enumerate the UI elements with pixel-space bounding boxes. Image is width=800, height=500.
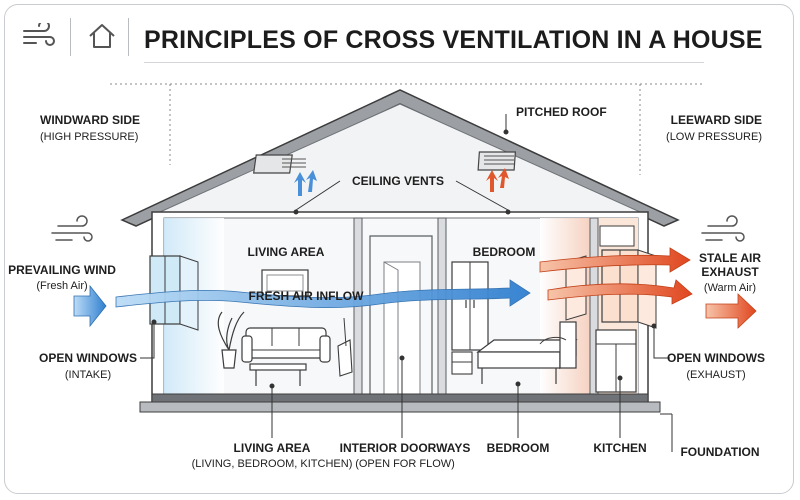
open-door-leaf: [383, 261, 399, 394]
wind-icon: [51, 215, 93, 242]
header-divider: [70, 18, 71, 56]
prevailing-wind-arrow: [73, 284, 107, 328]
coffee-table: [249, 363, 307, 386]
stale-air-arrow-lower: [547, 279, 693, 305]
intake-sub-label: (INTAKE): [65, 369, 111, 381]
stale-air-label: STALE AIR: [699, 251, 761, 265]
floor-slab: [151, 393, 649, 403]
living-area-room-label: LIVING AREA: [248, 245, 325, 259]
ceiling-vents-label: CEILING VENTS: [352, 174, 444, 188]
open-windows-exhaust-label: OPEN WINDOWS: [667, 351, 765, 365]
exhaust-label: EXHAUST: [701, 265, 759, 279]
vent-arrow-red: [498, 168, 509, 188]
windward-side-label: WINDWARD SIDE: [40, 113, 140, 127]
leeward-side-label: LEEWARD SIDE: [671, 113, 762, 127]
bed: [476, 321, 578, 384]
title-underline: [144, 62, 704, 63]
fresh-air-flow-arrow: [115, 279, 531, 309]
sofa: [241, 327, 331, 363]
kitchen-cabinets: [595, 225, 637, 393]
interior-doorways-label: INTERIOR DOORWAYS: [340, 441, 471, 455]
stale-air-exhaust-arrow: [705, 293, 757, 329]
header: PRINCIPLES OF CROSS VENTILATION IN A HOU…: [4, 4, 794, 66]
leeward-pressure-label: (LOW PRESSURE): [666, 131, 762, 143]
bedside-table: [451, 351, 473, 375]
wind-icon: [701, 215, 745, 242]
wall-picture: [261, 269, 309, 297]
wardrobe: [451, 261, 489, 351]
partition-wall-right: [437, 217, 447, 395]
ceiling-vent-left: [253, 154, 306, 174]
foundation-label: FOUNDATION: [680, 445, 759, 459]
fresh-air-inflow-label: FRESH AIR INFLOW: [249, 289, 365, 303]
bedroom-room-label: BEDROOM: [473, 245, 536, 259]
pitched-roof: [120, 89, 680, 227]
foundation-slab: [139, 401, 661, 413]
kitchen-bottom-label: KITCHEN: [593, 441, 646, 455]
pitched-roof-label: PITCHED ROOF: [516, 105, 607, 119]
living-area-bottom-sub-label: (LIVING, BEDROOM, KITCHEN): [192, 458, 353, 470]
header-divider: [128, 18, 129, 56]
wind-icon: [18, 14, 62, 58]
living-area-bottom-label: LIVING AREA: [234, 441, 311, 455]
prevailing-wind-sub-label: (Fresh Air): [36, 280, 87, 292]
vent-arrow-blue: [294, 172, 306, 196]
prevailing-wind-label: PREVAILING WIND: [8, 263, 116, 277]
bedroom-bottom-label: BEDROOM: [487, 441, 550, 455]
side-chair: [337, 317, 353, 377]
vent-arrow-red: [486, 170, 498, 192]
open-windows-intake-label: OPEN WINDOWS: [39, 351, 137, 365]
stale-air-arrow-upper: [539, 247, 691, 273]
attic-space: [159, 103, 641, 213]
leader-lines: [140, 114, 673, 452]
potted-plant: [217, 311, 245, 369]
ceiling-vent-right: [477, 151, 517, 171]
interior-doorway: [369, 235, 433, 394]
home-icon: [80, 14, 124, 58]
exhaust-sub-label: (EXHAUST): [686, 369, 745, 381]
vent-arrow-blue: [306, 170, 317, 192]
windward-pressure-label: (HIGH PRESSURE): [40, 131, 138, 143]
page-title: PRINCIPLES OF CROSS VENTILATION IN A HOU…: [144, 26, 763, 54]
interior-doorways-sub-label: (OPEN FOR FLOW): [355, 458, 455, 470]
warm-air-label: (Warm Air): [704, 282, 756, 294]
